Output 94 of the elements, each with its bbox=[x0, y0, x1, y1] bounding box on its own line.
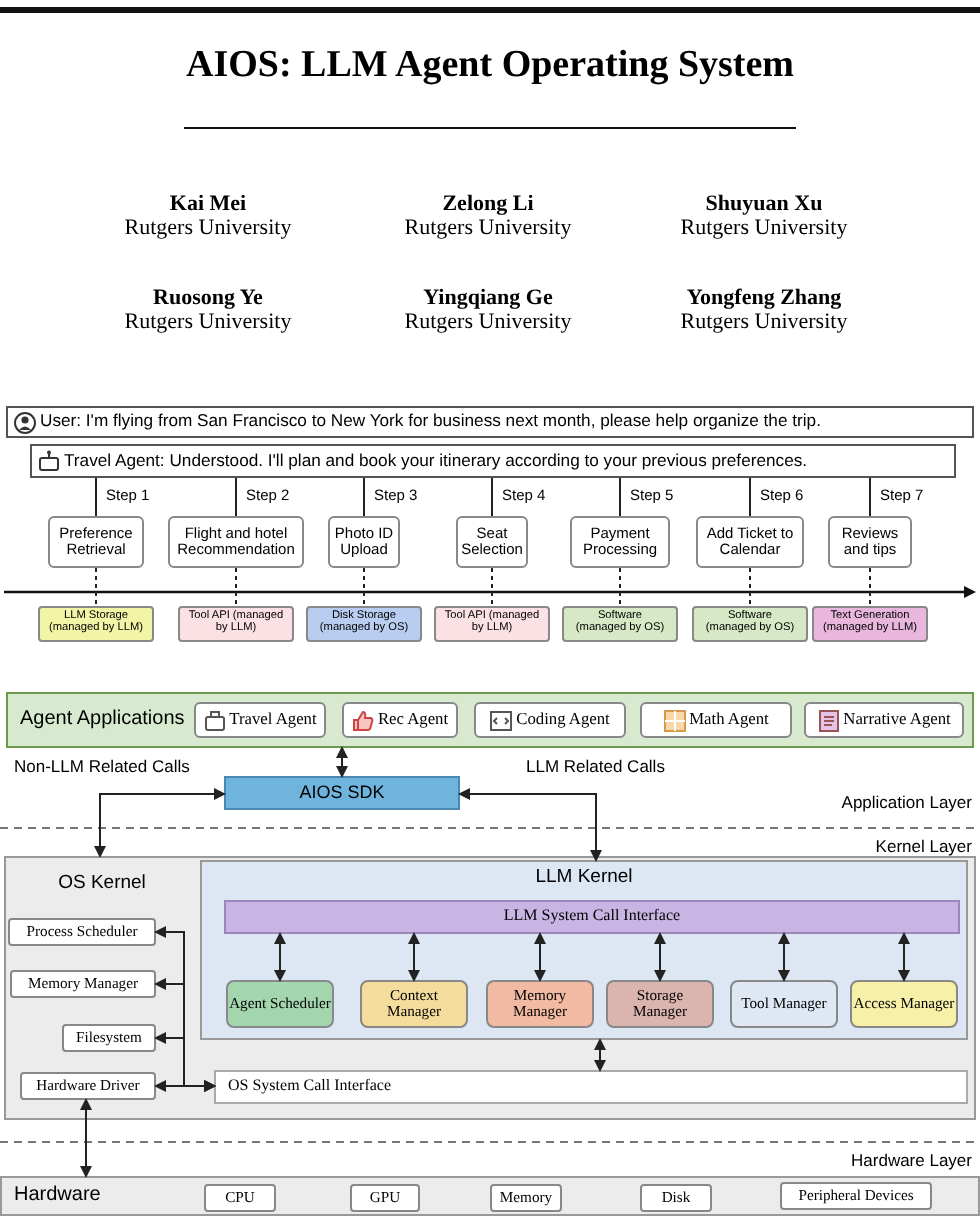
layer-label: Hardware Layer bbox=[851, 1150, 972, 1170]
module-box bbox=[8, 918, 156, 946]
step-box bbox=[570, 516, 670, 568]
module-box bbox=[360, 980, 468, 1028]
author-name: Shuyuan Xu bbox=[703, 192, 825, 216]
agent-box bbox=[194, 702, 326, 738]
interface-label: OS System Call Interface bbox=[228, 1078, 392, 1096]
author-affiliation: Rutgers University bbox=[402, 216, 574, 240]
author-affiliation: Rutgers University bbox=[122, 216, 294, 240]
layer-label: Application Layer bbox=[841, 792, 972, 812]
agent-box bbox=[640, 702, 792, 738]
step-box bbox=[696, 516, 804, 568]
resource-tag bbox=[562, 606, 678, 642]
agent-box bbox=[474, 702, 626, 738]
hardware-panel bbox=[0, 1176, 980, 1216]
agent-name: Travel Agent bbox=[229, 711, 317, 729]
module-box bbox=[730, 980, 838, 1028]
module-box bbox=[20, 1072, 156, 1100]
arrow bbox=[594, 1038, 606, 1072]
arrow bbox=[274, 932, 286, 982]
arrow bbox=[654, 932, 666, 982]
edge-label: LLM Related Calls bbox=[524, 756, 667, 776]
interface-label: LLM System Call Interface bbox=[503, 908, 681, 926]
author-affiliation: Rutgers University bbox=[678, 216, 850, 240]
arrow bbox=[94, 788, 226, 858]
arrow bbox=[408, 932, 420, 982]
arrow bbox=[534, 932, 546, 982]
author-name: Yingqiang Ge bbox=[421, 286, 555, 310]
panel-title: Hardware bbox=[14, 1186, 101, 1207]
step-box bbox=[48, 516, 144, 568]
dashed-connector bbox=[95, 567, 97, 607]
author-affiliation: Rutgers University bbox=[402, 310, 574, 334]
interface-bar bbox=[214, 1070, 968, 1104]
step-box bbox=[828, 516, 912, 568]
dashed-connector bbox=[491, 567, 493, 607]
module-box bbox=[62, 1024, 156, 1052]
author-name: Yongfeng Zhang bbox=[684, 286, 844, 310]
agent-box bbox=[804, 702, 964, 738]
message-box bbox=[6, 406, 974, 438]
dashed-connector bbox=[235, 567, 237, 607]
kernel-panel bbox=[4, 856, 976, 1120]
agent-name: Rec Agent bbox=[377, 711, 449, 729]
agent-box bbox=[342, 702, 458, 738]
message-text: Travel Agent: Understood. I'll plan and book your itinerary according to your previous preferences. bbox=[64, 451, 808, 470]
device-box bbox=[640, 1184, 712, 1212]
device-box bbox=[490, 1184, 562, 1212]
paper-title: AIOS: LLM Agent Operating System bbox=[184, 44, 796, 88]
resource-tag bbox=[434, 606, 550, 642]
module-box bbox=[226, 980, 334, 1028]
step-box bbox=[328, 516, 400, 568]
dashed-connector bbox=[869, 567, 871, 607]
module-box bbox=[606, 980, 714, 1028]
edge-label: Non-LLM Related Calls bbox=[12, 756, 192, 776]
agent-name: Math Agent bbox=[689, 711, 769, 729]
author-affiliation: Rutgers University bbox=[122, 310, 294, 334]
resource-tag bbox=[306, 606, 422, 642]
device-box bbox=[204, 1184, 276, 1212]
application-panel bbox=[6, 692, 974, 748]
author-name: Kai Mei bbox=[167, 192, 249, 216]
panel-title: OS Kernel bbox=[56, 874, 148, 894]
arrow bbox=[336, 746, 348, 778]
arrow bbox=[778, 932, 790, 982]
panel-title: Agent Applications bbox=[20, 710, 185, 731]
device-box bbox=[350, 1184, 420, 1212]
arrow bbox=[898, 932, 910, 982]
message-box bbox=[30, 444, 956, 478]
author-name: Zelong Li bbox=[440, 192, 536, 216]
arrow bbox=[154, 1080, 216, 1092]
module-box bbox=[850, 980, 958, 1028]
kernel-panel bbox=[200, 860, 968, 1040]
resource-tag bbox=[178, 606, 294, 642]
author-name: Ruosong Ye bbox=[151, 286, 265, 310]
resource-tag bbox=[692, 606, 808, 642]
arrow bbox=[458, 788, 602, 862]
module-box bbox=[486, 980, 594, 1028]
author-affiliation: Rutgers University bbox=[678, 310, 850, 334]
step-box bbox=[168, 516, 304, 568]
agent-name: Narrative Agent bbox=[843, 711, 951, 729]
step-box bbox=[456, 516, 528, 568]
sdk-label: AIOS SDK bbox=[299, 783, 385, 803]
layer-label: Kernel Layer bbox=[875, 836, 972, 856]
interface-bar bbox=[224, 900, 960, 934]
resource-tag bbox=[38, 606, 154, 642]
sdk-box bbox=[224, 776, 460, 810]
message-text: User: I'm flying from San Francisco to New York for business next month, please help organize the trip. bbox=[40, 412, 821, 431]
arrow bbox=[80, 1098, 92, 1178]
panel-title: LLM Kernel bbox=[533, 868, 635, 888]
agent-name: Coding Agent bbox=[516, 711, 610, 729]
dashed-connector bbox=[619, 567, 621, 607]
dashed-connector bbox=[749, 567, 751, 607]
device-box bbox=[780, 1182, 932, 1210]
dashed-connector bbox=[363, 567, 365, 607]
module-box bbox=[10, 970, 156, 998]
resource-tag bbox=[812, 606, 928, 642]
